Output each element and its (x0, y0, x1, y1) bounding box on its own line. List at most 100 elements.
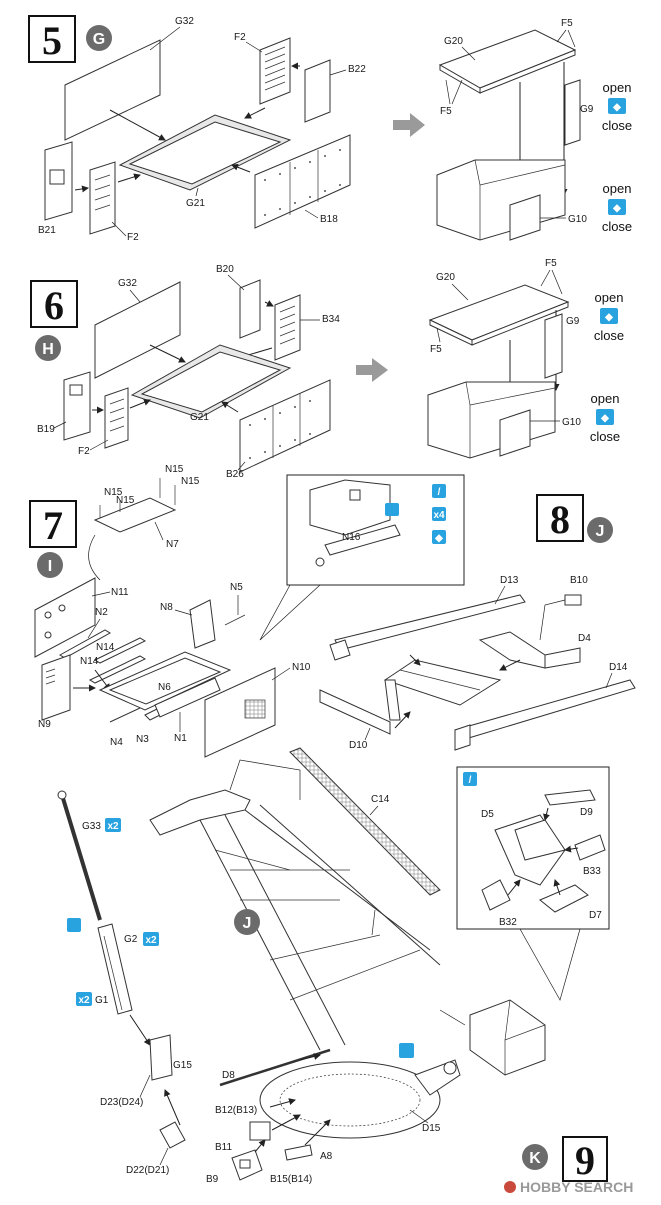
label-n5: N5 (230, 582, 243, 593)
part-f2-6 (104, 387, 129, 449)
open-close-icon (596, 409, 614, 425)
g10-door-6 (499, 409, 531, 457)
open-close-indicator-6a: open ◆ close (594, 290, 624, 343)
quantity-x2-g33 (105, 818, 121, 832)
subassembly-h-letter: H (42, 341, 54, 358)
crane-strut-1 (199, 819, 321, 1051)
part-g15 (149, 1034, 173, 1081)
label-n11: N11 (111, 587, 129, 598)
ref-marker-j (234, 909, 260, 935)
open-close-icon (608, 98, 626, 114)
label-f2-6: F2 (78, 446, 90, 457)
frame-leader-top (229, 759, 301, 800)
g10-door (509, 194, 541, 241)
b18-rivets (264, 149, 341, 216)
label-d15: D15 (422, 1123, 441, 1134)
label-n6: N6 (158, 682, 171, 693)
label-d4: D4 (578, 633, 591, 644)
label-d5: D5 (481, 809, 494, 820)
label-c14: C14 (371, 794, 390, 805)
part-d4 (478, 631, 546, 669)
label-b10: B10 (570, 575, 588, 586)
part-g32-6 (94, 281, 181, 379)
open-label: open (595, 290, 624, 305)
quantity-x2-g1 (76, 992, 92, 1006)
subassembly-g-letter: G (93, 31, 105, 48)
part-f2-vent (259, 37, 291, 105)
label-d9: D9 (580, 807, 593, 818)
step-9-number: 9 (575, 1138, 595, 1183)
label-d7: D7 (589, 910, 602, 921)
svg-text:◆: ◆ (434, 533, 443, 544)
label-b11: B11 (215, 1142, 232, 1153)
label-d23: D23(D24) (100, 1097, 143, 1108)
label-g9-6: G9 (566, 316, 580, 327)
part-b34 (274, 294, 301, 361)
open-close-icon (608, 199, 626, 215)
frame-leg (384, 679, 401, 721)
part-b22 (304, 59, 331, 123)
close-label: close (594, 328, 624, 343)
part-b19 (63, 371, 91, 441)
label-f2-top: F2 (234, 32, 246, 43)
subassembly-j-badge (587, 517, 613, 543)
subassembly-g-badge (86, 25, 112, 51)
label-d22: D22(D21) (126, 1165, 169, 1176)
step-6-box (30, 280, 78, 328)
label-f5a: F5 (561, 18, 573, 29)
step-5-box (28, 15, 76, 63)
label-f5b-6: F5 (430, 344, 442, 355)
step-7: 7 I N15 N15 N15 N15 N7 N11 N2 N14 N14 N8… (29, 464, 465, 758)
open-label: open (591, 391, 620, 406)
step-8-box (536, 494, 584, 542)
label-b32: B32 (499, 917, 517, 928)
paint-brush-icon (463, 772, 477, 786)
part-b26 (239, 379, 331, 473)
detail-box-drawing (309, 479, 391, 536)
label-f5b: F5 (440, 106, 452, 117)
subassembly-h-badge (35, 335, 61, 361)
quantity-x4-text: x4 (433, 510, 445, 521)
part-c14 (289, 747, 441, 896)
step-6: 6 H G32 B20 B34 G21 B19 F2 (30, 258, 624, 480)
label-n16: N16 (342, 532, 361, 543)
label-g2: G2 (124, 934, 138, 945)
part-b18 (254, 134, 351, 229)
label-n10: N10 (292, 662, 311, 673)
label-d10: D10 (349, 740, 368, 751)
label-n1: N1 (174, 733, 187, 744)
label-b22: B22 (348, 64, 366, 75)
label-g32: G32 (175, 16, 194, 27)
label-n15-2: N15 (181, 476, 200, 487)
part-n9 (41, 654, 71, 721)
watermark-text: HOBBY SEARCH (520, 1179, 633, 1195)
open-close-icon (432, 530, 446, 544)
glue-bottle-icon (399, 1043, 414, 1058)
crane-strut-2 (224, 814, 346, 1046)
open-close-indicator-6b: open ◆ close (590, 391, 620, 444)
watermark: HOBBY SEARCH (504, 1179, 633, 1195)
quantity-x4-tag (432, 507, 446, 521)
close-label: close (590, 429, 620, 444)
svg-text:/: / (438, 487, 441, 498)
part-g21-6-inner (140, 351, 282, 413)
svg-text:◆: ◆ (612, 102, 621, 113)
label-b26: B26 (226, 469, 244, 480)
paint-brush-icon (432, 484, 446, 498)
assembled-box-step6 (427, 381, 556, 459)
label-f5a-6: F5 (545, 258, 557, 269)
label-n2: N2 (95, 607, 108, 618)
label-b19: B19 (37, 424, 55, 435)
part-b20 (239, 279, 261, 339)
label-d14: D14 (609, 662, 628, 673)
label-g20: G20 (444, 36, 463, 47)
label-g21-6: G21 (190, 412, 209, 423)
part-n8 (189, 599, 216, 649)
part-g33 (60, 794, 102, 921)
assembled-d5-block (469, 999, 546, 1076)
part-d7 (539, 884, 589, 913)
label-n4: N4 (110, 737, 123, 748)
open-label: open (603, 181, 632, 196)
step-7-number: 7 (43, 503, 63, 548)
